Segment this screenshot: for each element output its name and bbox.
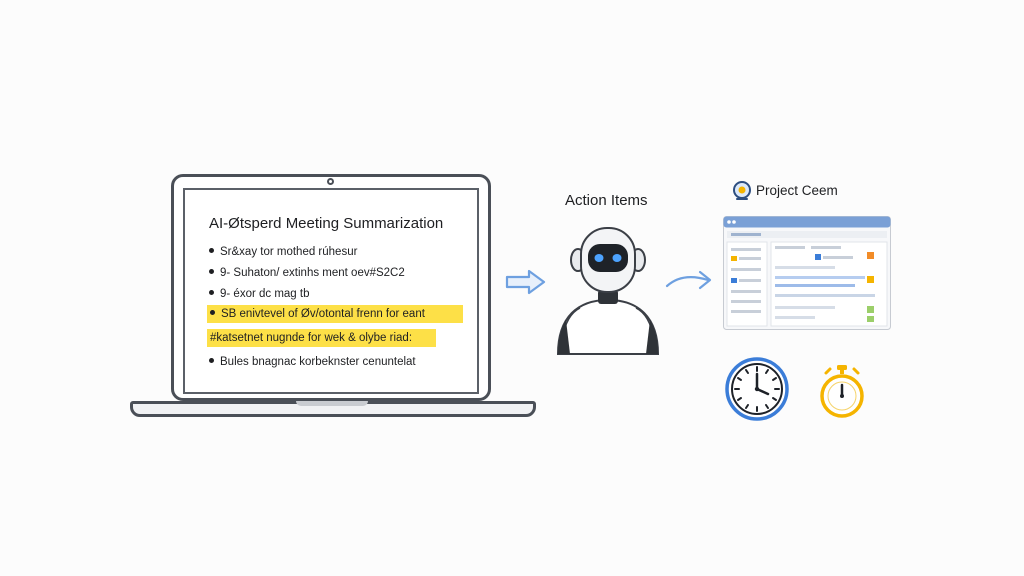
bullet-item: Bules bnagnac korbeknster cenuntelat (209, 353, 416, 371)
stopwatch-icon (820, 365, 864, 418)
bullet-item: Sr&xay tor mothed rúhesur (209, 243, 357, 261)
bullet-dot (209, 358, 214, 364)
location-pin-icon (733, 181, 751, 200)
project-dashboard (723, 216, 891, 330)
bullet-item: 9- éxor dc mag tb (209, 285, 309, 303)
clock-icon (725, 357, 789, 421)
bullet-dot (210, 310, 215, 316)
bullet-text: Sr&xay tor mothed rúhesur (220, 246, 358, 258)
bullet-text: 9- Suhaton/ extinhs ment oev#S2C2 (220, 267, 405, 279)
bullet-item: 9- Suhaton/ extinhs ment oev#S2C2 (209, 264, 405, 282)
screen-title: AI-Øtsperd Meeting Summarization (209, 215, 444, 232)
laptop-screen (183, 188, 479, 394)
highlighted-item: #katsetnet nugnde for wek & olybe riad: (207, 329, 436, 347)
project-label: Project Ceem (756, 183, 838, 198)
action-items-label: Action Items (565, 192, 648, 209)
laptop-camera (327, 178, 334, 185)
highlighted-item: SB enivtevel of Øv/otontal frenn for ean… (207, 305, 463, 323)
bullet-dot (209, 290, 214, 296)
bullet-text: #katsetnet nugnde for wek & olybe riad: (210, 332, 413, 344)
bullet-text: 9- éxor dc mag tb (220, 288, 310, 300)
bullet-text: SB enivtevel of Øv/otontal frenn for ean… (221, 308, 425, 320)
bullet-dot (209, 269, 214, 275)
bullet-text: Bules bnagnac korbeknster cenuntelat (220, 356, 416, 368)
robot-icon (556, 227, 660, 355)
arrow-right-icon (665, 270, 712, 290)
arrow-right-icon (505, 269, 546, 295)
bullet-dot (209, 248, 214, 254)
laptop-notch (296, 401, 368, 406)
